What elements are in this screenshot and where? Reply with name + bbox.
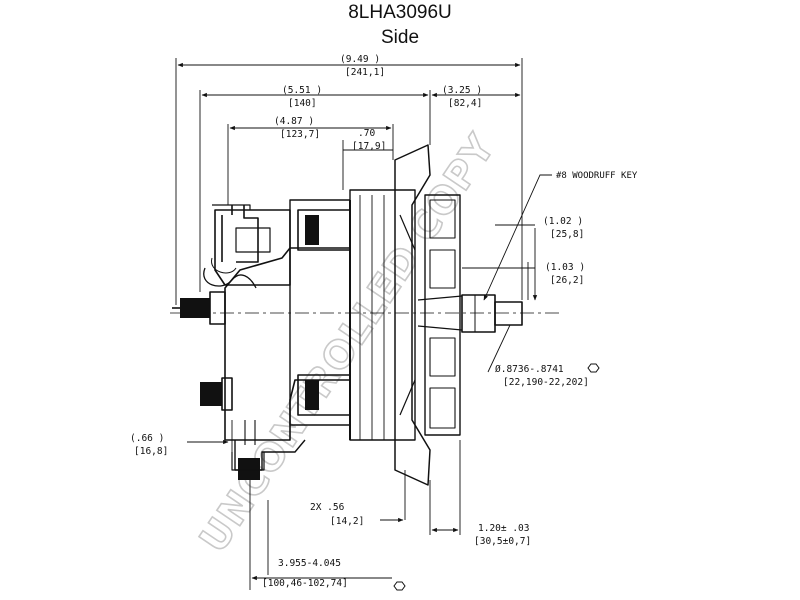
dim-overall-mm: [241,1] [345,67,385,78]
dim-487-mm: [123,7] [280,129,320,140]
dim-70-in: .70 [358,128,375,139]
regulator-housing [214,209,291,286]
dim-120-mm: [30,5±0,7] [474,536,531,547]
dim-66-mm: [16,8] [134,446,168,457]
datum-hex-symbol-mount [393,581,406,591]
dim-487-in: (4.87 ) [274,116,314,127]
dim-shaft-mm: [22,190-22,202] [503,377,589,388]
datum-hex-symbol [587,363,600,373]
mounting-foot [234,439,306,471]
dimension-lines [175,58,552,590]
dim-mount-mm: [100,46-102,74] [262,578,348,589]
dimension-labels: (9.49 ) [241,1] (5.51 ) [140] (3.25 ) [8… [130,54,638,589]
dim-551-in: (5.51 ) [282,85,322,96]
fan [424,194,461,436]
dim-overall-in: (9.49 ) [340,54,380,65]
stator-housing [289,189,416,441]
dim-56-in: 2X .56 [310,502,345,513]
dim-103-in: (1.03 ) [545,262,585,273]
pulley-hub [461,294,496,333]
dim-102-mm: [25,8] [550,229,584,240]
dim-325-in: (3.25 ) [442,85,482,96]
upper-terminal-stud [172,291,226,325]
dim-325-mm: [82,4] [448,98,482,109]
dim-70-mm: [17,9] [352,141,386,152]
dim-66-in: (.66 ) [130,433,164,444]
dim-551-mm: [140] [288,98,317,109]
dim-102-in: (1.02 ) [543,216,583,227]
watermark-text: UNCONTROLLED COPY [191,126,504,560]
dim-120-in: 1.20± .03 [478,523,529,534]
dim-56-mm: [14,2] [330,516,364,527]
shaft [494,301,523,326]
lower-terminal-stud [200,377,233,411]
alternator-body [170,144,560,486]
dim-mount-in: 3.955-4.045 [278,558,341,569]
front-housing [394,144,431,486]
dim-shaft-in: Ø.8736-.8741 [495,364,564,375]
dim-103-mm: [26,2] [550,275,584,286]
wiring-harness [203,267,257,289]
woodruff-key-label: #8 WOODRUFF KEY [556,171,638,181]
mount-bushing [238,458,260,480]
view-label: Side [380,27,420,48]
part-number-title: 8LHA3096U [348,2,452,23]
